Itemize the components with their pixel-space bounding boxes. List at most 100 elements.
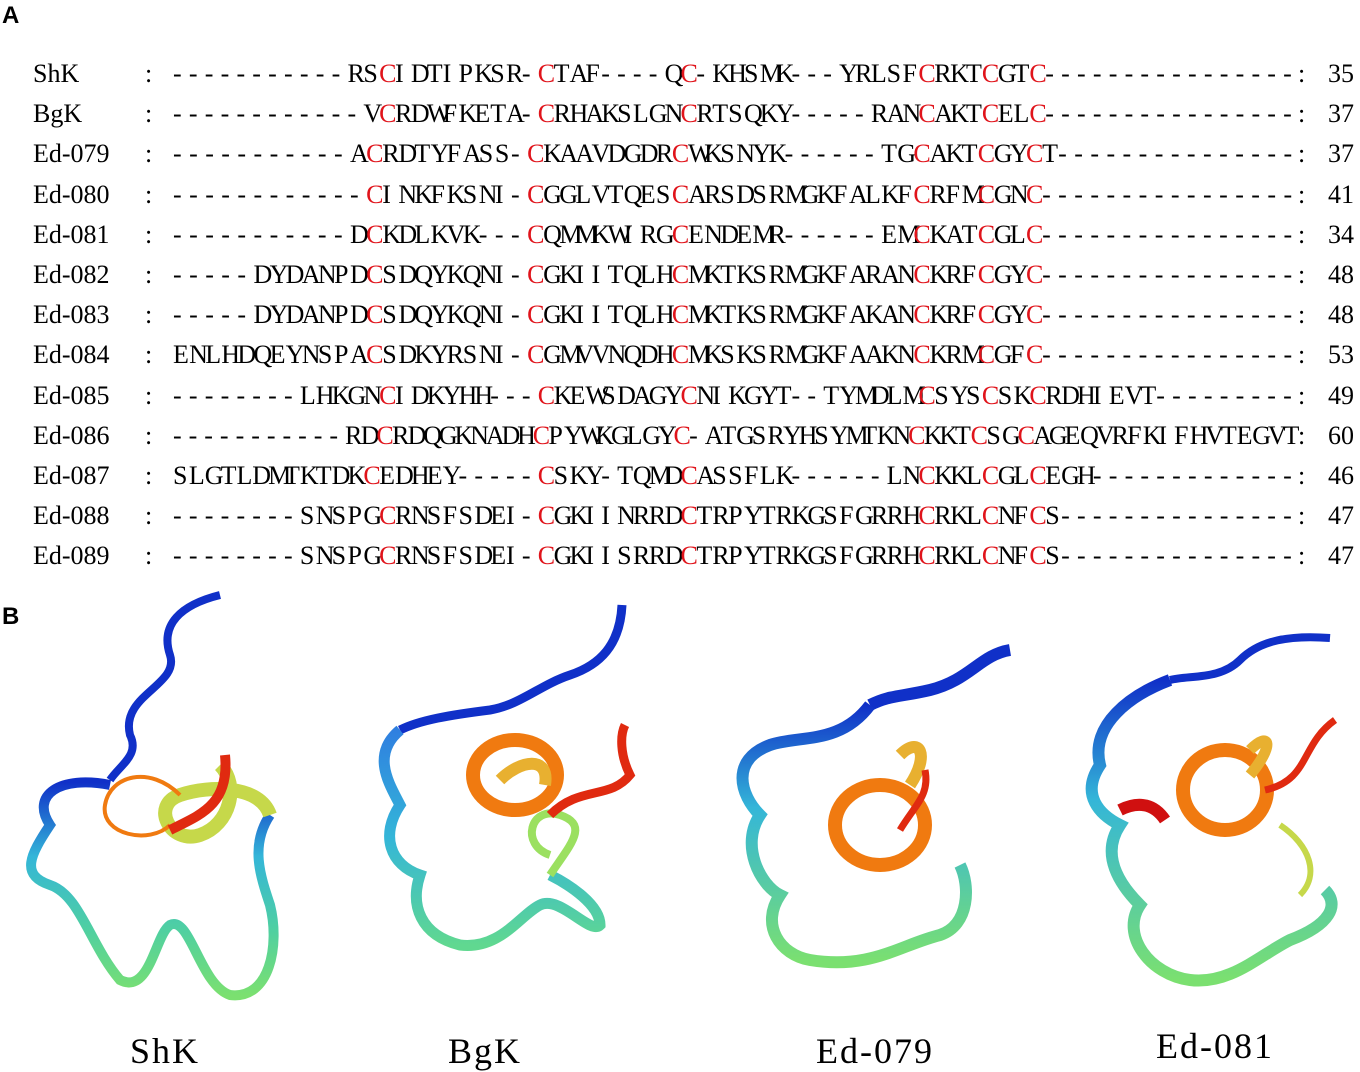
residue: - [269, 219, 279, 249]
residue: R [345, 420, 363, 450]
residue: K [299, 461, 319, 490]
separator-colon: : [145, 501, 153, 531]
residue: - [237, 260, 247, 289]
residue: F [902, 59, 917, 88]
residue: L [575, 179, 592, 209]
residue: - [268, 501, 277, 531]
residue: Y [839, 380, 858, 410]
residue: I [712, 380, 721, 410]
residue: - [1219, 340, 1228, 370]
residue: M [902, 380, 926, 410]
residue: - [1188, 380, 1197, 410]
residue: L [639, 260, 656, 289]
residue: R [639, 219, 658, 249]
cysteine-residue: C [376, 420, 394, 450]
cysteine-residue: C [1025, 219, 1044, 249]
residue: - [1058, 139, 1067, 169]
residue: T [1013, 59, 1030, 88]
residue: - [791, 59, 801, 88]
residue: D [398, 340, 418, 370]
residue: M [784, 340, 808, 370]
residue: - [173, 59, 182, 88]
cysteine-residue: C [913, 340, 931, 370]
residue: L [965, 501, 982, 531]
residue: K [950, 541, 969, 571]
residue: - [854, 461, 864, 490]
residue: - [1283, 461, 1292, 490]
residue: S [1045, 501, 1060, 531]
separator-colon: : [1298, 59, 1306, 88]
residue: - [205, 260, 214, 289]
structure-label-shk: ShK [129, 1031, 201, 1071]
residue: M [648, 461, 672, 490]
residue: R [934, 501, 952, 531]
residue: - [1283, 59, 1292, 88]
residue: G [204, 461, 224, 490]
residue: - [173, 179, 182, 209]
residue: - [823, 99, 832, 129]
residue: S [728, 461, 743, 490]
residue: - [458, 461, 468, 490]
sequence-length: 47 [1328, 541, 1354, 571]
residue: I [585, 541, 595, 571]
residue: G [897, 139, 916, 169]
residue: - [696, 59, 706, 88]
residue: D [870, 380, 890, 410]
residue: S [458, 541, 473, 571]
residue: - [1219, 380, 1229, 410]
residue: H [1076, 380, 1096, 410]
residue: D [639, 139, 659, 169]
residue: R [395, 541, 413, 571]
residue: E [569, 380, 586, 410]
residue: D [331, 461, 351, 490]
residue: - [1251, 380, 1261, 410]
residue: - [1267, 260, 1277, 289]
residue: - [1092, 99, 1102, 129]
residue: - [189, 260, 198, 289]
residue: G [559, 179, 579, 209]
residue: S [382, 300, 397, 330]
residue: N [315, 541, 335, 571]
separator-colon: : [1298, 179, 1306, 209]
residue: A [881, 260, 900, 289]
residue: R [775, 501, 793, 531]
residue: - [632, 59, 642, 88]
residue: M [559, 340, 583, 370]
residue: S [728, 99, 743, 129]
residue: R [870, 501, 889, 531]
residue: - [1108, 59, 1118, 88]
residue: - [237, 300, 247, 330]
residue: - [1203, 300, 1212, 330]
residue: - [1042, 300, 1051, 330]
residue: A [301, 300, 321, 330]
residue: A [485, 420, 505, 450]
residue: - [301, 179, 311, 209]
residue: - [1154, 260, 1164, 289]
residue: G [807, 541, 827, 571]
residue: R [712, 501, 730, 531]
residue: - [1045, 99, 1054, 129]
cysteine-residue: C [532, 420, 551, 450]
residue: E [173, 340, 189, 370]
residue: M [854, 380, 879, 410]
residue: T [720, 260, 737, 289]
residue: F [961, 300, 977, 330]
residue: D [398, 139, 418, 169]
sequence-name: Ed-085 [33, 380, 110, 410]
residue: - [1172, 59, 1181, 88]
residue: - [494, 219, 504, 249]
residue: - [1186, 219, 1196, 249]
residue: Y [759, 380, 779, 410]
residue: - [490, 461, 499, 490]
residue: K [553, 380, 573, 410]
residue: - [269, 139, 279, 169]
residue: - [313, 420, 323, 450]
residue: - [1074, 260, 1083, 289]
residue: - [1140, 461, 1150, 490]
residue: - [648, 59, 658, 88]
residue: - [1203, 541, 1213, 571]
residue: - [299, 99, 309, 129]
residue: R [767, 420, 785, 450]
residue: - [1058, 340, 1067, 370]
